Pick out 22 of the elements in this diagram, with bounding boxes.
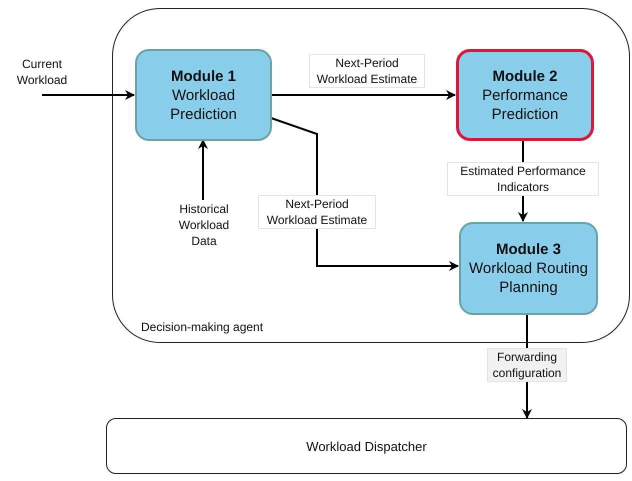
module-box: [456, 49, 594, 141]
module-box: [135, 49, 272, 141]
module-heading: Module 1: [170, 66, 236, 86]
arrow: [198, 139, 208, 200]
edge-label: Next-Period Workload Estimate: [258, 195, 376, 229]
group-title: Decision-making agent: [141, 320, 264, 334]
module-name: Workload Routing Planning: [468, 259, 589, 297]
module-name: Performance Prediction: [481, 86, 569, 124]
module-box: [459, 222, 598, 315]
arrow: [270, 117, 459, 271]
dispatcher-box: Workload Dispatcher: [106, 418, 627, 474]
input-label: Historical Workload Data: [165, 201, 243, 253]
arrow: [271, 90, 456, 100]
input-label: Current Workload: [8, 56, 76, 95]
arrow: [41, 90, 135, 100]
edge-label: Estimated Performance Indicators: [447, 162, 599, 196]
edge-label: Forwarding configuration: [487, 348, 567, 382]
module-name: Workload Prediction: [169, 86, 238, 124]
module-heading: Module 3: [496, 240, 561, 259]
agent-boundary: [112, 8, 630, 343]
edge-label: Next-Period Workload Estimate: [309, 54, 425, 88]
module-heading: Module 2: [492, 66, 558, 86]
